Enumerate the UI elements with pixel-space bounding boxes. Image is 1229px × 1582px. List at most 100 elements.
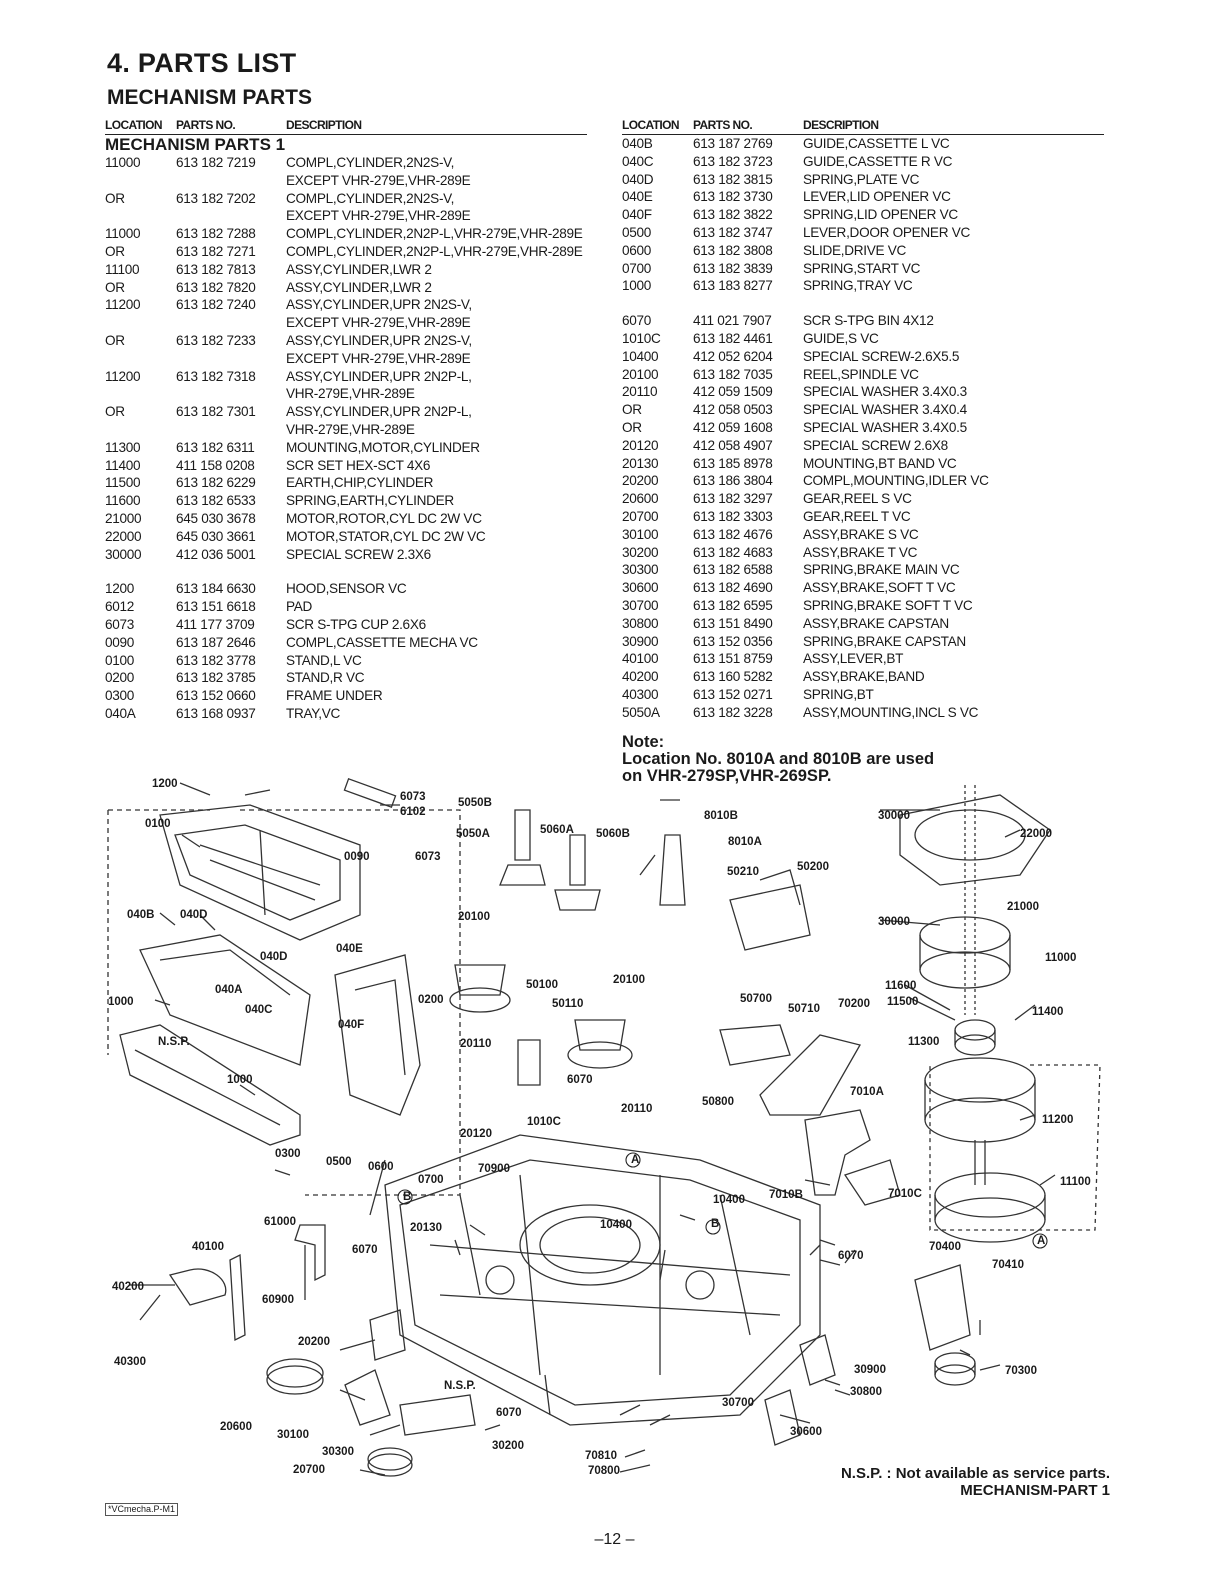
description-cell: EXCEPT VHR-279E,VHR-289E <box>286 208 471 224</box>
description-cell: FRAME UNDER <box>286 688 383 704</box>
parts-no-cell: 412 058 4907 <box>693 437 773 453</box>
callout-label: 20200 <box>298 1336 330 1348</box>
callout-label: 6070 <box>838 1250 864 1262</box>
callout-label: 30200 <box>492 1440 524 1452</box>
callout-label: 70300 <box>1005 1365 1037 1377</box>
callout-label: 1200 <box>152 778 178 790</box>
mechanism-parts-1-heading: MECHANISM PARTS 1 <box>105 135 286 154</box>
description-cell: GEAR,REEL T VC <box>803 508 911 524</box>
callout-label: N.S.P. <box>158 1036 190 1048</box>
parts-no-cell: 613 182 4690 <box>693 580 773 596</box>
parts-no-cell: 613 186 3804 <box>693 473 773 489</box>
callout-label: 30300 <box>322 1446 354 1458</box>
callout-label: 20100 <box>458 911 490 923</box>
parts-no-cell: 613 182 3303 <box>693 508 773 524</box>
callout-label: 1010C <box>527 1116 561 1128</box>
location-cell: 040B <box>622 136 653 151</box>
location-cell: 11200 <box>105 368 141 384</box>
parts-no-cell: 613 182 3822 <box>693 207 773 223</box>
location-cell: 30100 <box>622 526 659 542</box>
location-cell: 5050A <box>622 704 660 720</box>
location-cell: 6070 <box>622 313 652 329</box>
description-cell: SPECIAL WASHER 3.4X0.4 <box>803 402 967 418</box>
callout-label: 70400 <box>929 1241 961 1253</box>
description-cell: COMPL,CYLINDER,2N2S-V, <box>286 155 455 170</box>
callout-label: 7010B <box>769 1189 803 1201</box>
callout-label: 20110 <box>460 1038 491 1050</box>
callout-label: 50110 <box>552 998 583 1010</box>
table-row: EXCEPT VHR-279E,VHR-289E <box>105 350 587 368</box>
description-cell: EARTH,CHIP,CYLINDER <box>286 475 434 491</box>
callout-label: 30000 <box>878 916 910 928</box>
row-gap <box>105 563 587 580</box>
callout-label: 20120 <box>460 1128 492 1140</box>
parts-no-cell: 412 059 1608 <box>693 419 773 435</box>
callout-label: 10400 <box>600 1219 632 1231</box>
description-cell: EXCEPT VHR-279E,VHR-289E <box>286 172 471 188</box>
description-cell: PAD <box>286 599 313 615</box>
location-cell: OR <box>105 243 125 259</box>
parts-no-cell: 613 182 6533 <box>176 493 256 509</box>
callout-label: 50710 <box>788 1003 820 1015</box>
callout-label: 0500 <box>326 1156 352 1168</box>
callout-label: 21000 <box>1007 901 1039 913</box>
parts-no-cell: 613 182 3785 <box>176 670 256 686</box>
callout-label: 11600 <box>885 980 916 992</box>
location-cell: 11500 <box>105 475 141 491</box>
location-cell: 22000 <box>105 528 142 544</box>
nsp-note: N.S.P. : Not available as service parts. <box>840 1465 1110 1482</box>
stand-r <box>334 954 421 1116</box>
parts-no-cell: 613 182 7813 <box>176 261 256 277</box>
40200-band <box>168 1268 227 1306</box>
callout-label: 30100 <box>277 1429 309 1441</box>
parts-no-cell: 613 152 0356 <box>693 633 773 649</box>
location-cell: 20110 <box>622 384 658 400</box>
callout-label: 5060B <box>596 828 630 840</box>
description-cell: ASSY,CYLINDER,UPR 2N2P-L, <box>286 404 472 420</box>
parts-no-cell: 613 182 7820 <box>176 279 256 295</box>
parts-no-cell: 613 182 7288 <box>176 226 256 242</box>
description-cell: COMPL,CYLINDER,2N2P-L,VHR-279E,VHR-289E <box>286 226 583 242</box>
location-cell: 30300 <box>622 562 659 578</box>
callout-label: 8010A <box>728 836 762 848</box>
parts-no-cell: 613 182 3815 <box>693 171 773 187</box>
parts-no-cell: 613 152 0660 <box>176 688 256 704</box>
header-location: LOCATION <box>105 118 163 132</box>
location-cell: OR <box>622 419 642 435</box>
callout-label: 50210 <box>727 866 759 878</box>
description-cell: SPECIAL SCREW 2.3X6 <box>286 546 431 562</box>
description-cell: SPECIAL WASHER 3.4X0.5 <box>803 419 967 435</box>
callout-label: 60900 <box>262 1294 294 1306</box>
callout-label: 11200 <box>1042 1114 1073 1126</box>
location-cell: 20120 <box>622 437 659 453</box>
description-cell: COMPL,CYLINDER,2N2P-L,VHR-279E,VHR-289E <box>286 243 583 259</box>
parts-no-cell: 613 182 7219 <box>176 155 256 170</box>
note-block: Note: Location No. 8010A and 8010B are u… <box>622 734 934 785</box>
callout-label: 61000 <box>264 1216 296 1228</box>
callout-label: 70800 <box>588 1465 620 1477</box>
diagram-caption: MECHANISM-PART 1 <box>960 1482 1110 1499</box>
location-cell: 11100 <box>105 261 140 277</box>
description-cell: SPRING,START VC <box>803 260 921 276</box>
file-tag: *VCmecha.P-M1 <box>105 1503 179 1516</box>
location-cell: 30600 <box>622 580 659 596</box>
parts-no-cell: 613 182 3730 <box>693 189 773 205</box>
callout-label: 70200 <box>838 998 870 1010</box>
callout-label: 0300 <box>275 1148 301 1160</box>
